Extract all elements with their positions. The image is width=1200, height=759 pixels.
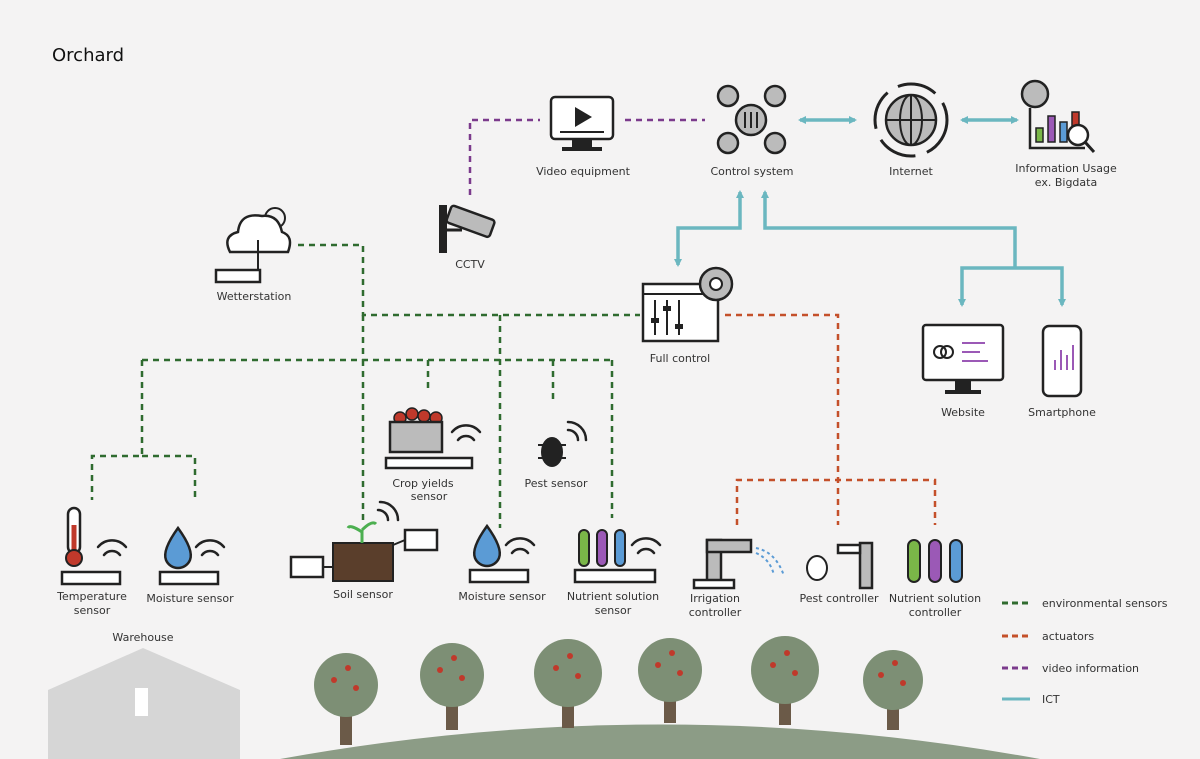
nutrient-solution-controller-icon[interactable] [907,539,963,583]
nutrient-solution-sensor-sublabel: sensor [595,604,632,617]
video-links [468,118,705,195]
website-monitor-icon[interactable] [921,323,1005,394]
full-control-label: Full control [650,352,710,365]
warehouse-label: Warehouse [112,631,173,644]
legend-label: video information [1042,662,1139,675]
cctv-label: CCTV [455,258,485,271]
ict-links [674,116,1066,307]
actuator-links [725,313,937,525]
legend-label: ICT [1042,693,1060,706]
pest-controller-label: Pest controller [799,592,879,605]
tree [534,639,602,728]
legend-label: environmental sensors [1042,597,1168,610]
irrigation-controller-icon[interactable] [692,538,785,590]
full-control-panel-icon[interactable] [641,266,734,343]
temperature-sensor-icon[interactable] [60,506,128,586]
video-equipment-icon[interactable] [549,95,615,151]
hill [280,724,1040,759]
tree [314,653,378,745]
bigdata-analytics-icon[interactable] [1020,79,1096,154]
moisture-sensor-drop-icon[interactable] [468,523,536,584]
smartphone-icon[interactable] [1041,324,1083,398]
tree [420,643,484,730]
information-usage-sublabel: ex. Bigdata [1035,176,1097,189]
nutrient-solution-sensor-label: Nutrient solution [567,590,659,603]
moisture-sensor-drop-icon[interactable] [158,525,226,586]
tree [751,636,819,725]
cctv-camera-icon[interactable] [439,204,496,253]
temperature-sensor-label: Temperature [56,590,127,603]
crop-yields-label: Crop yields [392,477,454,490]
nutrient-solution-sensor-icon[interactable] [573,529,662,584]
diagram-title: Orchard [52,45,124,66]
pest-sensor-label: Pest sensor [524,477,587,490]
control-system-icon[interactable] [716,84,787,155]
smartphone-label: Smartphone [1028,406,1096,419]
crop-yields-sensor-icon[interactable] [384,407,482,470]
irrigation-controller-sublabel: controller [689,606,742,619]
information-usage-label: Information Usage [1015,162,1117,175]
crop-yields-sublabel: sensor [411,490,448,503]
control-system-label: Control system [710,165,793,178]
soil-sensor-label: Soil sensor [333,588,393,601]
moisture-sensor-1-label: Moisture sensor [146,592,234,605]
warehouse-building [48,648,240,759]
tree [863,650,923,730]
internet-label: Internet [889,165,933,178]
video-equipment-label: Video equipment [536,165,631,178]
legend: environmental sensors actuators video in… [1002,597,1168,706]
pest-controller-icon[interactable] [806,541,874,590]
irrigation-controller-label: Irrigation [690,592,740,605]
nutrient-solution-controller-label: Nutrient solution [889,592,981,605]
weather-station-icon[interactable] [214,207,292,284]
temperature-sensor-sublabel: sensor [74,604,111,617]
moisture-sensor-2-label: Moisture sensor [458,590,546,603]
orchard-trees [314,636,923,745]
tree [638,638,702,723]
website-label: Website [941,406,985,419]
legend-label: actuators [1042,630,1094,643]
environmental-sensor-links [90,243,640,528]
internet-globe-icon[interactable] [873,82,949,158]
wetterstation-label: Wetterstation [217,290,292,303]
nutrient-solution-controller-sublabel: controller [909,606,962,619]
pest-sensor-bug-icon[interactable] [538,420,588,467]
soil-sensor-icon[interactable] [289,500,439,582]
